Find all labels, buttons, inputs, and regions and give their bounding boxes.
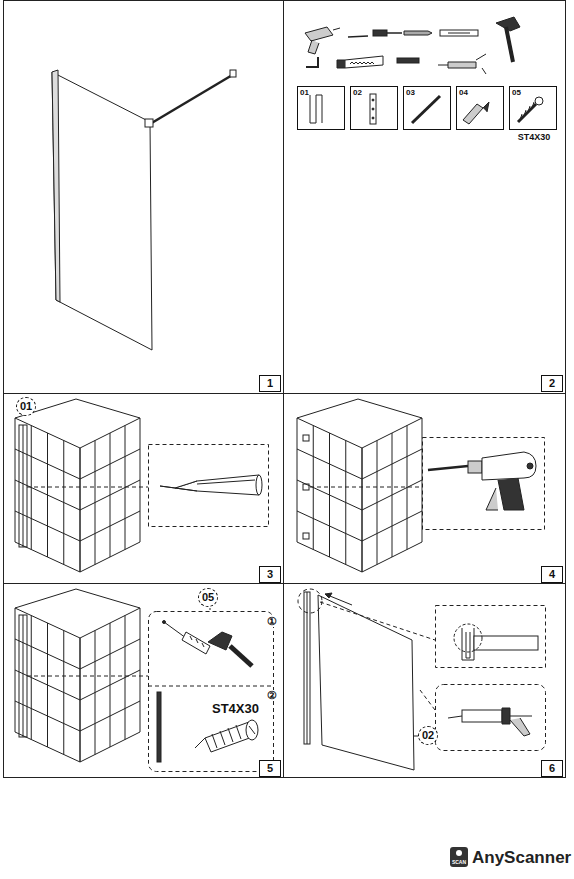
panel-divider [4,583,566,584]
tile-line [15,701,80,731]
tile-line [125,616,126,740]
tile-line [358,399,422,418]
wall-channel [19,615,27,737]
part-number: 04 [459,89,468,97]
part-number: 05 [512,89,521,97]
sub-step: ① [266,616,278,627]
pencil [160,475,262,495]
tile-line [76,589,140,608]
tile-line [297,399,358,418]
panel-divider [283,0,284,778]
part-box: 04 [456,86,504,130]
callout-number: 01 [16,397,36,416]
channel-detail [454,624,538,660]
part-number: 02 [353,89,362,97]
tile-line [362,480,422,510]
tile-line [63,441,64,565]
glass-panel [304,592,420,770]
leader-line [27,487,148,488]
detail-box [149,612,274,772]
watermark: AnyScanner [472,849,571,866]
caulking-gun [448,708,532,736]
tile-line [297,480,362,510]
tile-line [63,631,64,755]
tile-line [15,511,80,541]
detail-box [423,438,545,530]
tile-line [15,480,80,510]
detail-box [149,445,269,527]
tiled-wall-corner [15,399,422,762]
tools [305,17,520,74]
callout-number: 05 [198,588,218,607]
tile-line [80,670,140,700]
step-number: 1 [259,375,281,392]
part-number: 03 [406,89,415,97]
panel-divider [4,393,566,394]
detail-circle [298,589,322,613]
wall-plug-and-hammer [163,621,253,667]
screw [195,720,258,752]
leader-line [320,602,435,640]
tile-line [80,701,140,731]
part-box: 02 [350,86,398,130]
tile-line [362,511,422,541]
step-number: 5 [259,760,281,777]
screw-size: ST4X30 [211,702,260,715]
callout-number: 02 [418,726,438,745]
logo-icon [450,847,468,867]
detail-box [436,606,546,668]
step-number: 3 [259,566,281,583]
tile-line [15,670,80,700]
screw-size: ST4X30 [506,133,562,142]
tile-line [407,426,408,550]
channel-detail [157,692,161,762]
leader-line [310,487,422,488]
logo-text: SCAN [450,860,468,865]
glass-panel [52,70,236,350]
leader-line [27,676,148,677]
tile-line [15,589,76,608]
tile-line [80,480,140,510]
part-box: 05ST4X30 [509,86,557,130]
drill-marks [303,435,309,539]
tile-line [345,441,346,565]
tile-line [80,511,140,541]
panel-frame [4,1,566,778]
step-number: 2 [541,375,563,392]
part-box: 03 [403,86,451,130]
tile-line [125,426,126,550]
tile-line [297,511,362,541]
step-number: 6 [541,760,563,777]
wall-channel [19,425,27,547]
part-number: 01 [300,89,309,97]
part-box: 01 [297,86,345,130]
drill [428,452,536,510]
step-number: 4 [541,566,563,583]
sub-step: ② [266,690,278,701]
detail-box [436,685,546,751]
tile-line [76,399,140,418]
